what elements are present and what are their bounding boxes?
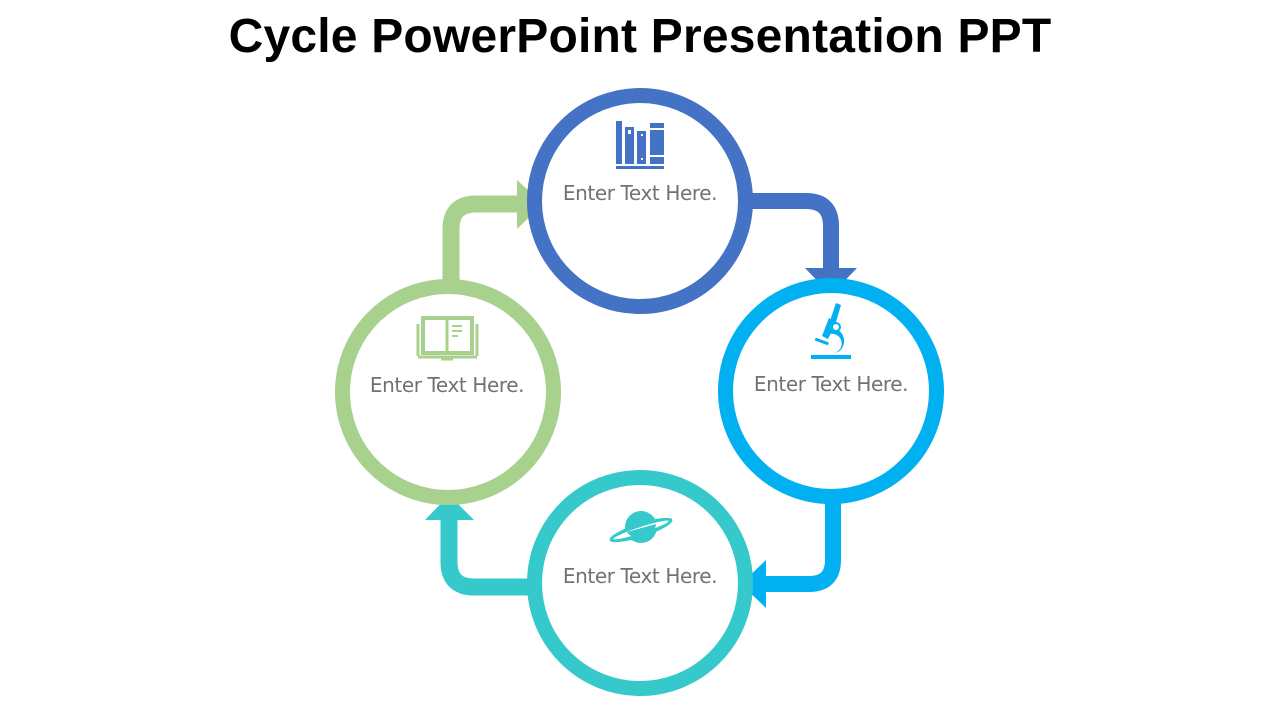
arrow-left-icon	[741, 560, 766, 608]
step-circle-left	[335, 279, 561, 505]
connector-right-to-bottom	[741, 500, 841, 608]
connector-bottom-to-left	[425, 495, 532, 596]
step-text-right[interactable]: Enter Text Here.	[753, 372, 909, 396]
step-text-top[interactable]: Enter Text Here.	[562, 181, 718, 205]
step-text-bottom[interactable]: Enter Text Here.	[562, 564, 718, 588]
open-book-icon	[416, 316, 479, 361]
books-icon	[616, 121, 664, 169]
step-circle-top	[527, 88, 753, 314]
microscope-icon	[811, 303, 851, 359]
step-circle-right	[718, 278, 944, 504]
planet-icon	[609, 511, 673, 543]
slide-title: Cycle PowerPoint Presentation PPT	[228, 10, 1052, 63]
step-circle-bottom	[527, 470, 753, 696]
step-text-left[interactable]: Enter Text Here.	[369, 373, 525, 397]
arrow-up-icon	[425, 495, 474, 520]
